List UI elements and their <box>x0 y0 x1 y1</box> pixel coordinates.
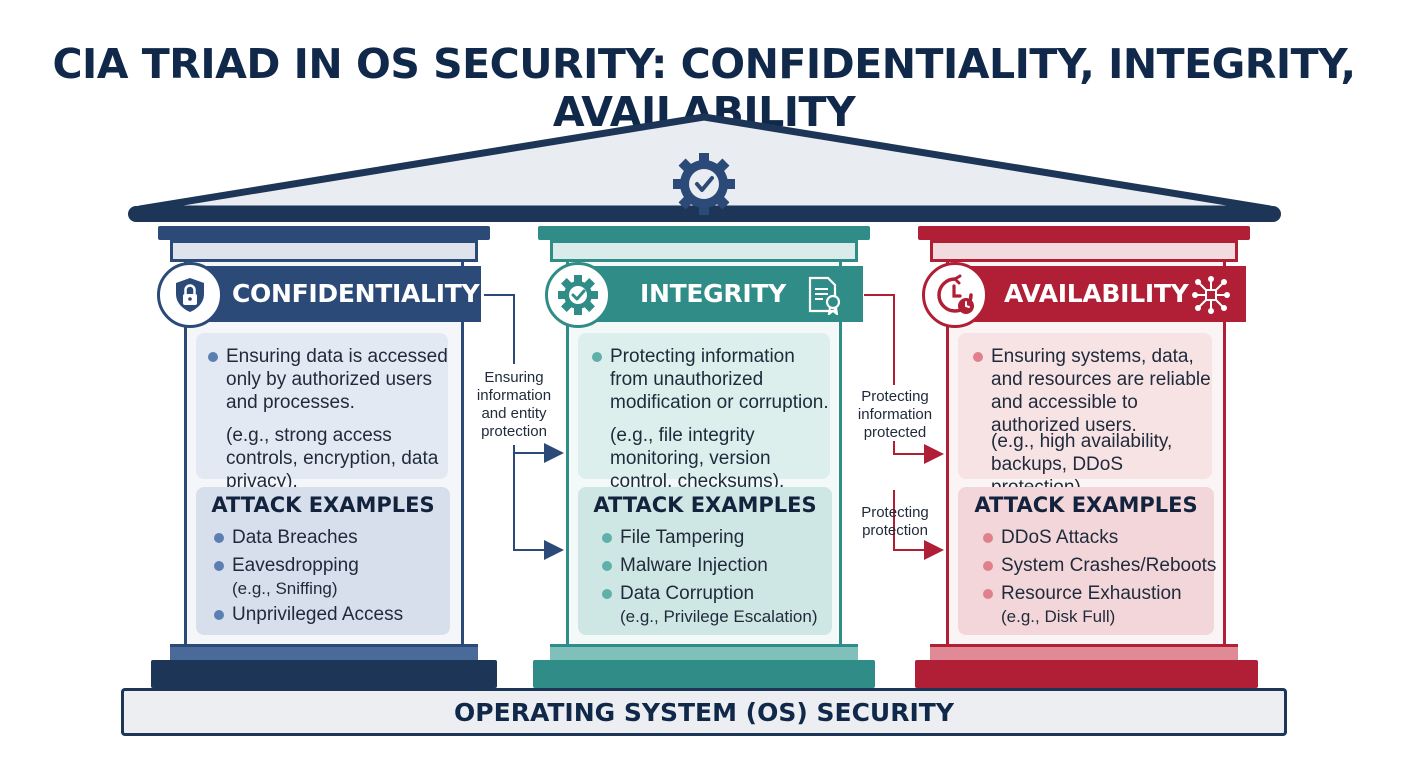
availability-description-card <box>958 333 1212 479</box>
confidentiality-attack-title: ATTACK EXAMPLES <box>211 493 435 517</box>
gear-check-icon <box>545 262 611 328</box>
attack-item: Malware Injection <box>602 554 768 577</box>
left-connector <box>484 294 564 560</box>
availability-attack-title: ATTACK EXAMPLES <box>974 493 1198 517</box>
confidentiality-description-card <box>196 333 448 479</box>
attack-item: System Crashes/Reboots <box>983 554 1216 577</box>
availability-example: (e.g., high availability, backups, DDoS … <box>991 431 1173 498</box>
confidentiality-example: (e.g., strong access controls, encryptio… <box>226 425 439 492</box>
foundation-bar: OPERATING SYSTEM (OS) SECURITY <box>121 688 1287 736</box>
integrity-description-card <box>578 333 830 479</box>
integrity-attack-card: ATTACK EXAMPLES <box>578 487 832 635</box>
integrity-example: (e.g., file integrity monitoring, versio… <box>610 425 785 492</box>
confidentiality-header: CONFIDENTIALITY <box>184 266 481 322</box>
roof-pediment <box>128 113 1281 222</box>
foundation-label: OPERATING SYSTEM (OS) SECURITY <box>454 698 954 727</box>
attack-item: File Tampering <box>602 526 744 549</box>
attack-item: Data Corruption(e.g., Privilege Escalati… <box>602 582 817 628</box>
attack-item: DDoS Attacks <box>983 526 1118 549</box>
shield-lock-icon <box>157 262 223 328</box>
right-connector <box>864 294 944 560</box>
connector-label-right-top: Protecting information protected <box>857 388 933 441</box>
confidentiality-attack-card: ATTACK EXAMPLES <box>196 487 450 635</box>
attack-item: Eavesdropping(e.g., Sniffing) <box>214 554 359 600</box>
availability-description: Ensuring systems, data, and resources ar… <box>973 345 1213 437</box>
integrity-header: INTEGRITY <box>566 266 863 322</box>
integrity-attack-title: ATTACK EXAMPLES <box>593 493 817 517</box>
connector-label-left: Ensuring information and entity protecti… <box>476 369 552 440</box>
page-title: CIA TRIAD IN OS SECURITY: CONFIDENTIALIT… <box>52 40 1356 136</box>
availability-attack-card: ATTACK EXAMPLES <box>958 487 1214 635</box>
connector-label-right-bottom: Protecting protection <box>861 504 929 539</box>
clock-icon <box>922 262 988 328</box>
attack-item: Unprivileged Access <box>214 603 403 626</box>
attack-item: Resource Exhaustion(e.g., Disk Full) <box>983 582 1182 628</box>
network-hub-icon <box>1192 276 1230 314</box>
attack-item: Data Breaches <box>214 526 358 549</box>
availability-title: AVAILABILITY <box>1004 279 1189 308</box>
roof-gear-check-icon <box>673 153 735 215</box>
integrity-title: INTEGRITY <box>640 279 786 308</box>
integrity-description: Protecting information from unauthorized… <box>592 345 832 414</box>
confidentiality-description: Ensuring data is accessed only by author… <box>208 345 454 414</box>
document-certificate-icon <box>808 276 841 315</box>
confidentiality-title: CONFIDENTIALITY <box>232 279 480 308</box>
availability-header: AVAILABILITY <box>946 266 1246 322</box>
